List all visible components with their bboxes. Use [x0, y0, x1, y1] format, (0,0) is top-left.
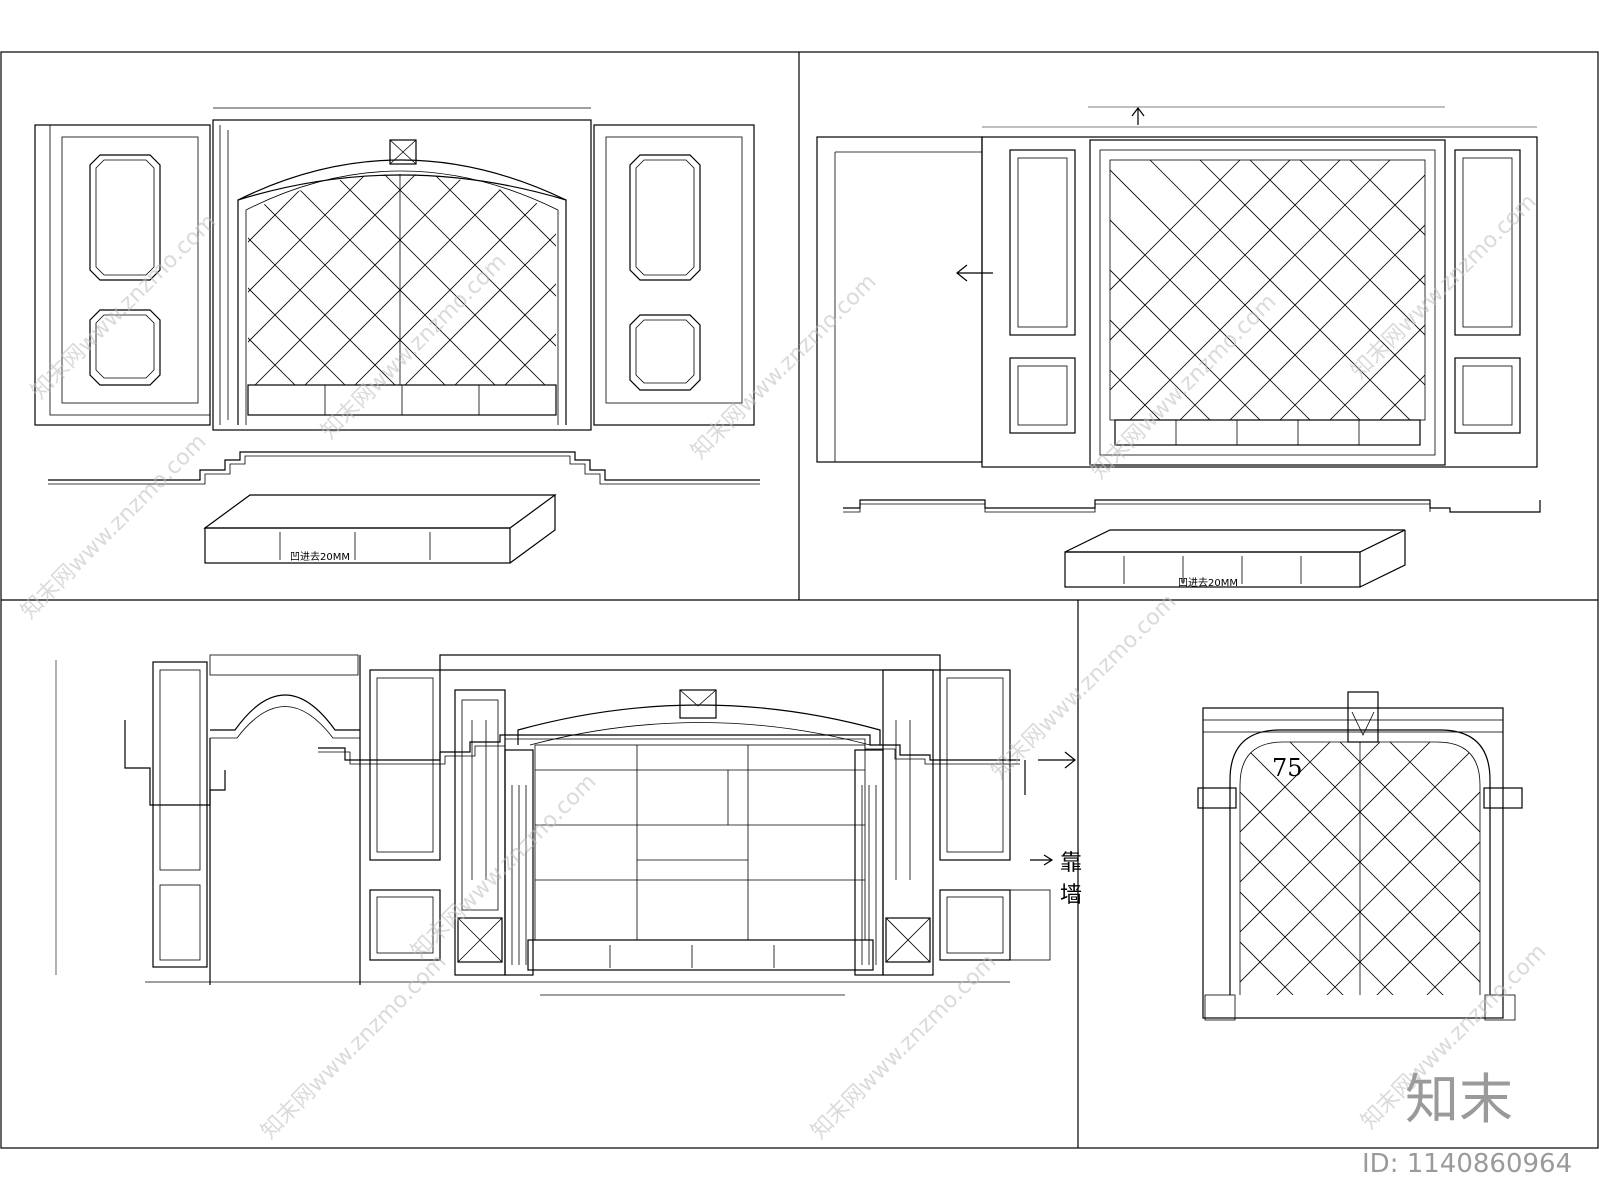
wall-note-line2: 墙 [1060, 883, 1082, 908]
wall-note-line1: 靠 [1060, 851, 1082, 876]
keystone-icon [679, 689, 717, 719]
arrow-icon [1030, 854, 1054, 866]
watermark-text: 知末网www.znzmo.com [987, 589, 1182, 784]
arrow-icon [956, 264, 993, 282]
arrow-icon [1131, 107, 1145, 125]
watermark-logo: 知末 [1405, 1068, 1513, 1131]
watermark-text: 知末网www.znzmo.com [807, 949, 1002, 1144]
elevation-columned-tv-wall: 靠 墙 [55, 654, 1082, 996]
elevation-arched-frame: 75 [1197, 691, 1523, 1021]
watermark-text: 知末网www.znzmo.com [687, 269, 882, 464]
cabinet-note-2: 凹进去20MM [1178, 577, 1238, 589]
watermark-text: 知末网www.znzmo.com [17, 429, 212, 624]
watermark-text: 知末网www.znzmo.com [257, 949, 452, 1144]
keystone-icon [389, 139, 417, 165]
elevation-arched-tv-wall: 凹进去20MM [34, 107, 760, 564]
watermark-text: 知末网www.znzmo.com [407, 769, 602, 964]
cabinet-note-1: 凹进去20MM [290, 551, 350, 563]
watermark-text: 知末网www.znzmo.com [27, 209, 222, 404]
sheet-frame [0, 51, 1599, 1149]
frame-radius-label: 75 [1272, 754, 1303, 782]
elevation-flat-tv-wall: 凹进去20MM [816, 106, 1541, 589]
keystone-icon [1347, 691, 1379, 743]
watermark-layer: 知末网www.znzmo.com 知末网www.znzmo.com 知末网www… [17, 189, 1552, 1144]
image-id: ID: 1140860964 [1362, 1149, 1572, 1179]
arrow-icon [1038, 751, 1076, 769]
